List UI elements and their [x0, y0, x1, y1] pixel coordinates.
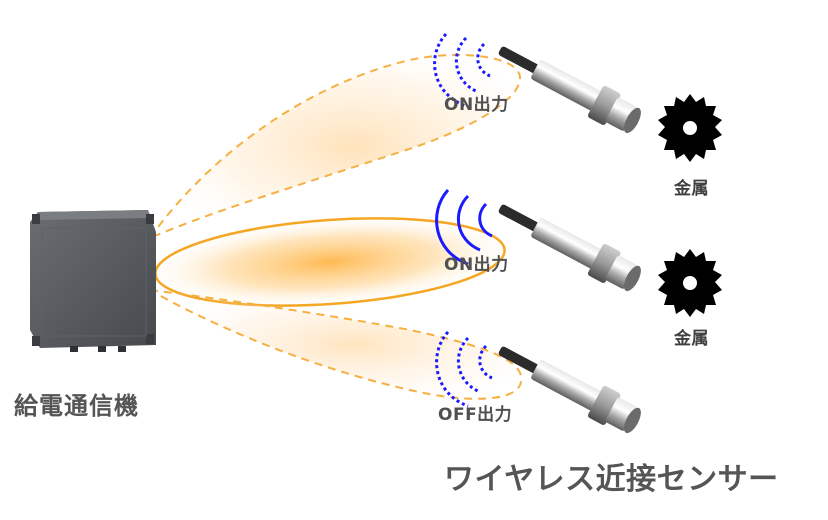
wave-icon-sensor-3	[435, 330, 493, 408]
metal-1-label: 金属	[674, 179, 709, 199]
metal-gear-icon-1	[658, 94, 722, 162]
sensor-1	[498, 46, 641, 134]
sensor-3	[498, 346, 641, 434]
beam-top	[147, 53, 522, 241]
sensor-2	[498, 204, 641, 292]
wave-icon-sensor-2	[435, 188, 493, 266]
sensor-3-output-label: OFF出力	[438, 405, 513, 425]
sensor-title: ワイヤレス近接センサー	[444, 462, 779, 497]
sensor-1-output-label: ON出力	[444, 95, 509, 115]
metal-2-label: 金属	[674, 329, 709, 349]
metal-gear-icon-2	[658, 249, 722, 317]
sensor-2-output-label: ON出力	[444, 255, 509, 275]
transmitter-icon	[30, 210, 156, 352]
wave-icon-sensor-1	[433, 32, 491, 108]
beam-bottom	[149, 289, 523, 400]
transmitter-label: 給電通信機	[14, 392, 139, 420]
